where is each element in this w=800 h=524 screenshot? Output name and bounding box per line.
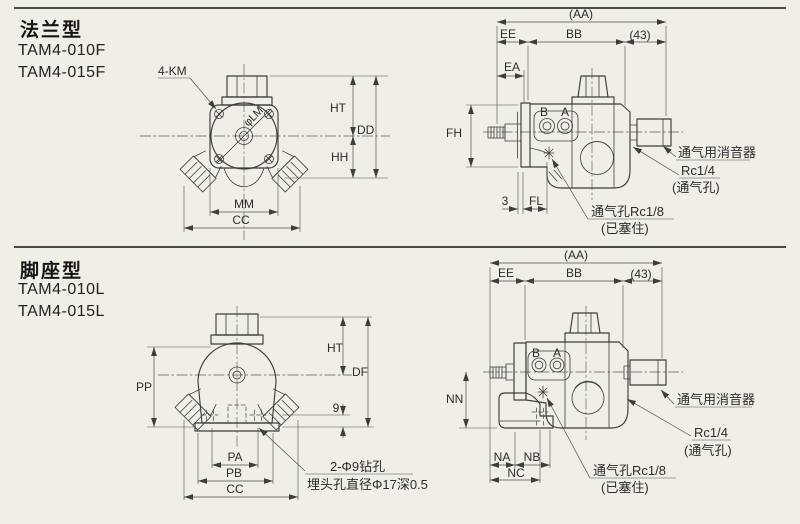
dim-na-label: NA: [494, 450, 511, 464]
vent-size-note: Rc1/4: [681, 163, 715, 178]
foot-side-dimensions: [459, 260, 752, 483]
dim-bb-label: BB: [566, 266, 582, 280]
dim-fh-label: FH: [446, 126, 462, 140]
silencer-note: 通气用消音器: [677, 392, 755, 407]
flange-model-2: TAM4-015F: [18, 64, 106, 81]
foot-section-title: 脚座型: [20, 261, 84, 282]
right-port: [257, 388, 300, 431]
silencer: [629, 118, 672, 147]
dim-nc-label: NC: [507, 466, 525, 480]
dim-aa-label: (AA): [564, 248, 588, 262]
dim-pp-label: PP: [136, 380, 152, 394]
dim-ee-label: EE: [500, 27, 516, 41]
left-port: [179, 150, 222, 193]
dim-aa-label: (AA): [569, 7, 593, 21]
dim-nn-label: NN: [446, 392, 463, 406]
bolt-callout-label: 4-KM: [158, 64, 187, 78]
vent-plug-note: 通气孔Rc1/8: [593, 463, 666, 478]
foot-front-view: PP HT DF 9 PA PB CC 2-Φ9钻孔 埋头孔直径Φ17深0.5: [136, 306, 428, 500]
silencer-note: 通气用消音器: [678, 145, 756, 160]
right-port: [266, 150, 309, 193]
drill-note: 2-Φ9钻孔: [330, 459, 385, 474]
dim-pb-label: PB: [226, 466, 242, 480]
foot-model-1: TAM4-010L: [18, 281, 105, 298]
top-rule: [14, 7, 786, 9]
flange-bolt-holes: [214, 109, 274, 164]
vent-symbol-icon: [537, 385, 549, 399]
dim-hh-label: HH: [331, 150, 348, 164]
dim-9-label: 9: [333, 401, 340, 415]
foot-side-view: (AA) EE BB (43) NN NA NB NC B A 通气用消音器 R…: [446, 248, 755, 495]
dim-bb-label: BB: [566, 27, 582, 41]
dim-ea-label: EA: [504, 60, 520, 74]
dim-dd-label: DD: [357, 123, 375, 137]
dim-pa-label: PA: [227, 450, 242, 464]
vent-size-note: Rc1/4: [694, 425, 728, 440]
flange-section-title: 法兰型: [20, 20, 84, 41]
dim-cc-label: CC: [232, 213, 250, 227]
dim-fl-label: FL: [529, 194, 543, 208]
foot-model-2: TAM4-015L: [18, 303, 105, 320]
vent-plug-sub-note: (已塞住): [601, 480, 649, 495]
dim-cc-label: CC: [226, 482, 244, 496]
dim-ht-label: HT: [327, 341, 344, 355]
shaft: [487, 123, 522, 142]
dim-43-label: (43): [630, 267, 651, 281]
dim-nb-label: NB: [524, 450, 541, 464]
section-divider: [14, 246, 786, 248]
flange-side-body: [487, 75, 672, 189]
vent-symbol-icon: [543, 146, 555, 160]
flange-front-view: 4-KM φLM HT DD HH MM CC: [140, 64, 390, 240]
vent-size-sub-note: (通气孔): [672, 180, 720, 195]
port-b-label: B: [532, 346, 540, 360]
dim-mm-label: MM: [234, 197, 254, 211]
vent-plug-sub-note: (已塞住): [601, 221, 649, 236]
left-port: [174, 388, 217, 431]
dim-3-label: 3: [502, 194, 509, 208]
foot-side-body: [489, 312, 667, 429]
vent-plug-note: 通气孔Rc1/8: [591, 204, 664, 219]
foot-bracket: [498, 392, 554, 429]
mounting-hole-right: [249, 409, 267, 424]
port-b-label: B: [540, 105, 548, 119]
port-a-label: A: [561, 105, 569, 119]
flange-side-view: (AA) EE BB (43) EA FH 3 FL B A 通气用消音器 Rc…: [446, 7, 756, 236]
port-a-label: A: [553, 346, 561, 360]
mounting-flange: [520, 102, 531, 168]
flange-model-1: TAM4-010F: [18, 42, 106, 59]
flange-front-body: [209, 75, 279, 187]
dim-ee-label: EE: [498, 266, 514, 280]
counterbore-note: 埋头孔直径Φ17深0.5: [307, 477, 428, 492]
silencer: [623, 359, 667, 386]
front-plate: [513, 342, 527, 401]
dim-ht-label: HT: [330, 101, 347, 115]
foot-front-dimensions: [147, 316, 413, 500]
mounting-hole-left: [201, 409, 219, 424]
dim-43-label: (43): [629, 28, 650, 42]
vent-size-sub-note: (通气孔): [684, 443, 732, 458]
flange-front-dimensions: [158, 75, 388, 232]
dim-df-label: DF: [352, 365, 368, 379]
flange-side-dimensions: [466, 19, 750, 220]
